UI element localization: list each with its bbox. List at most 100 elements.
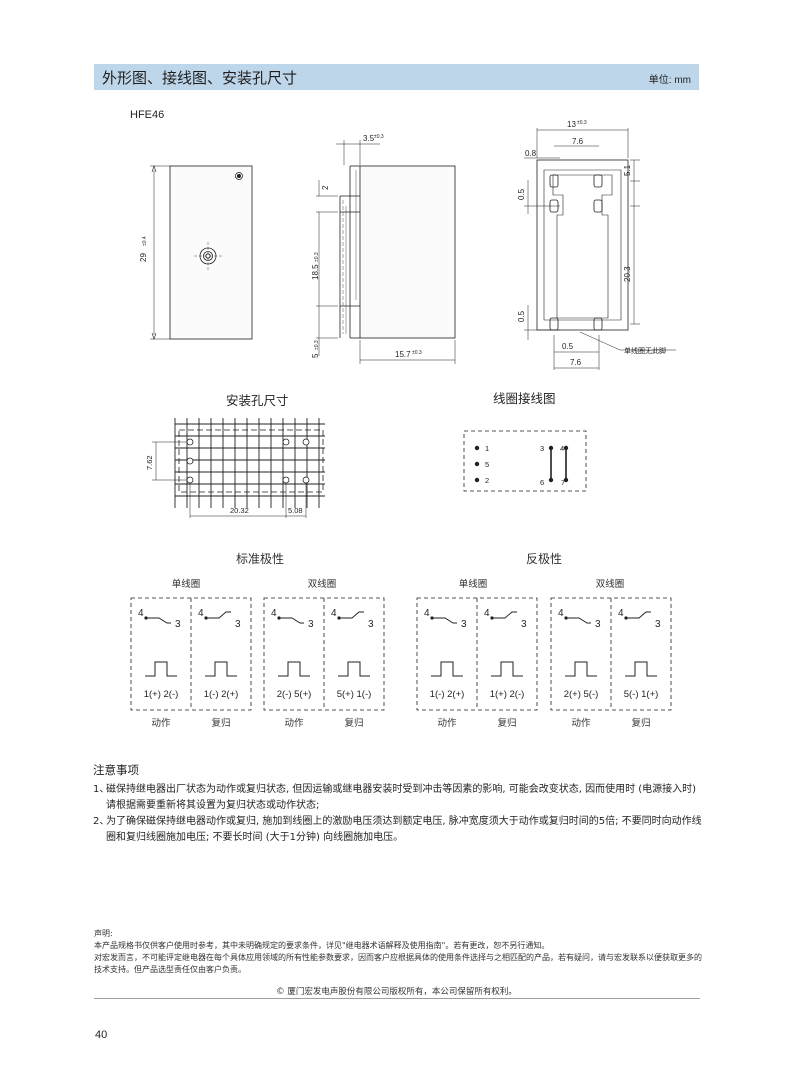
pin-6: 6 (540, 478, 544, 487)
contact-arm (279, 617, 304, 624)
note-number: 2、 (93, 816, 110, 827)
polarity-state-label: 复归 (344, 717, 363, 729)
contact-label-4: 4 (618, 608, 624, 619)
standard-polarity-title: 标准极性 (236, 552, 285, 566)
dim-w35-tol: ±0.3 (374, 134, 384, 140)
pulse-waveform (491, 661, 523, 677)
dim-w13-tol: ±0.3 (577, 120, 587, 126)
contact-arm (566, 617, 591, 624)
dim-d2: 2 (321, 185, 330, 190)
note-number: 1、 (93, 784, 110, 795)
disclaimer-line2: 对宏发而言，不可能评定继电器在每个具体应用领域的所有性能参数要求，因而客户应根据… (94, 953, 702, 974)
dim-height-tol: ±0.4 (142, 236, 148, 246)
polarity-panel: 431(+) 2(-)复归 (484, 608, 527, 729)
contact-label-4: 4 (198, 608, 204, 619)
dim-h5: 5 (311, 353, 320, 358)
contact-label-3: 3 (235, 619, 241, 630)
pulse-waveform (205, 661, 237, 677)
dim-w13: 13 (567, 120, 576, 129)
contact-arm (626, 611, 651, 619)
polarity-panel: 4 3 5(-) 1(+) 复归 (618, 608, 661, 729)
polarity-formula: 5(-) 1(+) (624, 689, 659, 700)
polarity-panel: 4 3 1(+) 2(-) 动作 (138, 608, 181, 729)
dim-d08: 0.8 (525, 149, 537, 158)
contact-label-3: 3 (175, 619, 181, 630)
contact-label-4: 4 (271, 608, 277, 619)
note-item: 2、 为了确保磁保持继电器动作或复归, 施加到线圈上的激励电压须达到额定电压, … (93, 814, 705, 846)
pin-2: 2 (485, 476, 489, 485)
note-item: 1、 磁保持继电器出厂状态为动作或复归状态, 但因运输或继电器安装时受到冲击等因… (93, 782, 705, 814)
double-coil-label: 双线圈 (307, 579, 337, 590)
footer-rule (94, 998, 700, 999)
contact-label-4: 4 (558, 608, 564, 619)
contact-label-3: 3 (655, 619, 661, 630)
polarity-state-label: 复归 (631, 717, 650, 729)
polarity-panel: 435(+) 1(-)复归 (331, 608, 374, 729)
notes-title: 注意事项 (93, 763, 139, 777)
dim-w76-bottom: 7.6 (570, 358, 582, 367)
dim-508: 5.08 (288, 506, 303, 515)
dim-h185-tol: ±0.3 (314, 252, 320, 262)
coil-wiring-diagram: 1 5 2 3 4 6 7 (463, 430, 587, 492)
polarity-formula: 5(+) 1(-) (337, 689, 372, 700)
section-header-bar: 外形图、接线图、安装孔尺寸 单位: mm (94, 64, 699, 90)
dim-w35: 3.5 (363, 134, 375, 143)
contact-label-3: 3 (521, 619, 527, 630)
contact-arm (492, 611, 517, 619)
contact-label-4: 4 (331, 608, 337, 619)
polarity-formula: 2(-) 5(+) (277, 689, 312, 700)
polarity-state-label: 动作 (151, 717, 171, 729)
pin-7: 7 (561, 478, 565, 487)
contact-label-3: 3 (461, 619, 467, 630)
contact-arm (339, 611, 364, 619)
contact-label-4: 4 (138, 608, 144, 619)
contact-label-3: 3 (595, 619, 601, 630)
dim-d05c: 0.5 (562, 342, 574, 351)
dim-d203: 20.3 (623, 266, 632, 282)
outline-drawings: 29 ±0.4 3.5 ±0.3 2 18.5 ±0.3 5 ±0.3 15.7… (139, 120, 676, 370)
dim-d51: 5.1 (623, 164, 632, 176)
polarity-formula: 1(-) 2(+) (430, 689, 465, 700)
page-number: 40 (95, 1029, 108, 1041)
polarity-panel: 432(-) 5(+)动作 (271, 608, 314, 729)
dim-762: 7.62 (145, 455, 154, 470)
disclaimer-title: 声明: (94, 929, 113, 938)
contact-label-4: 4 (484, 608, 490, 619)
polarity-state-label: 复归 (211, 717, 230, 729)
dim-d05a: 0.5 (517, 188, 526, 200)
polarity-panel: 431(-) 2(+)动作 (424, 608, 467, 729)
pin-5: 5 (485, 460, 489, 469)
reverse-polarity-title: 反极性 (526, 552, 563, 566)
contact-arm (146, 617, 171, 624)
pulse-waveform (278, 661, 310, 677)
single-coil-label-reverse: 单线圈 (458, 579, 488, 590)
pulse-waveform (565, 661, 597, 677)
contact-arm (432, 617, 457, 624)
dim-w157: 15.7 (395, 350, 411, 359)
disclaimer-line1: 本产品规格书仅供客户使用时参考，其中未明确规定的要求条件，详见"继电器术语解释及… (94, 941, 550, 950)
model-name: HFE46 (130, 109, 165, 121)
section-title: 外形图、接线图、安装孔尺寸 (102, 69, 298, 87)
disclaimer: 声明: 本产品规格书仅供客户使用时参考，其中未明确规定的要求条件，详见"继电器术… (94, 928, 704, 976)
pulse-waveform (338, 661, 370, 677)
notes-list: 1、 磁保持继电器出厂状态为动作或复归状态, 但因运输或继电器安装时受到冲击等因… (93, 782, 705, 846)
double-coil-label-reverse: 双线圈 (595, 579, 625, 590)
pulse-waveform (431, 661, 463, 677)
mounting-hole-diagram: 7.62 20.32 5.08 (145, 418, 325, 518)
wiring-title: 线圈接线图 (493, 391, 556, 406)
note-text: 磁保持继电器出厂状态为动作或复归状态, 但因运输或继电器安装时受到冲击等因素的影… (106, 784, 697, 811)
pin-4: 4 (560, 444, 564, 453)
polarity-panel: 432(+) 5(-)动作 (558, 608, 601, 729)
contact-label-3: 3 (308, 619, 314, 630)
pulse-waveform (145, 661, 177, 677)
dim-2032: 20.32 (230, 506, 249, 515)
unit-label: 单位: mm (648, 75, 691, 86)
dim-h185: 18.5 (311, 264, 320, 280)
pulse-waveform (625, 661, 657, 677)
dim-height: 29 (139, 253, 148, 262)
single-coil-note: 单线圈无此脚 (624, 346, 666, 355)
dim-h5-tol: ±0.3 (314, 340, 320, 350)
polarity-formula: 1(+) 2(-) (144, 689, 179, 700)
contact-label-4: 4 (424, 608, 430, 619)
